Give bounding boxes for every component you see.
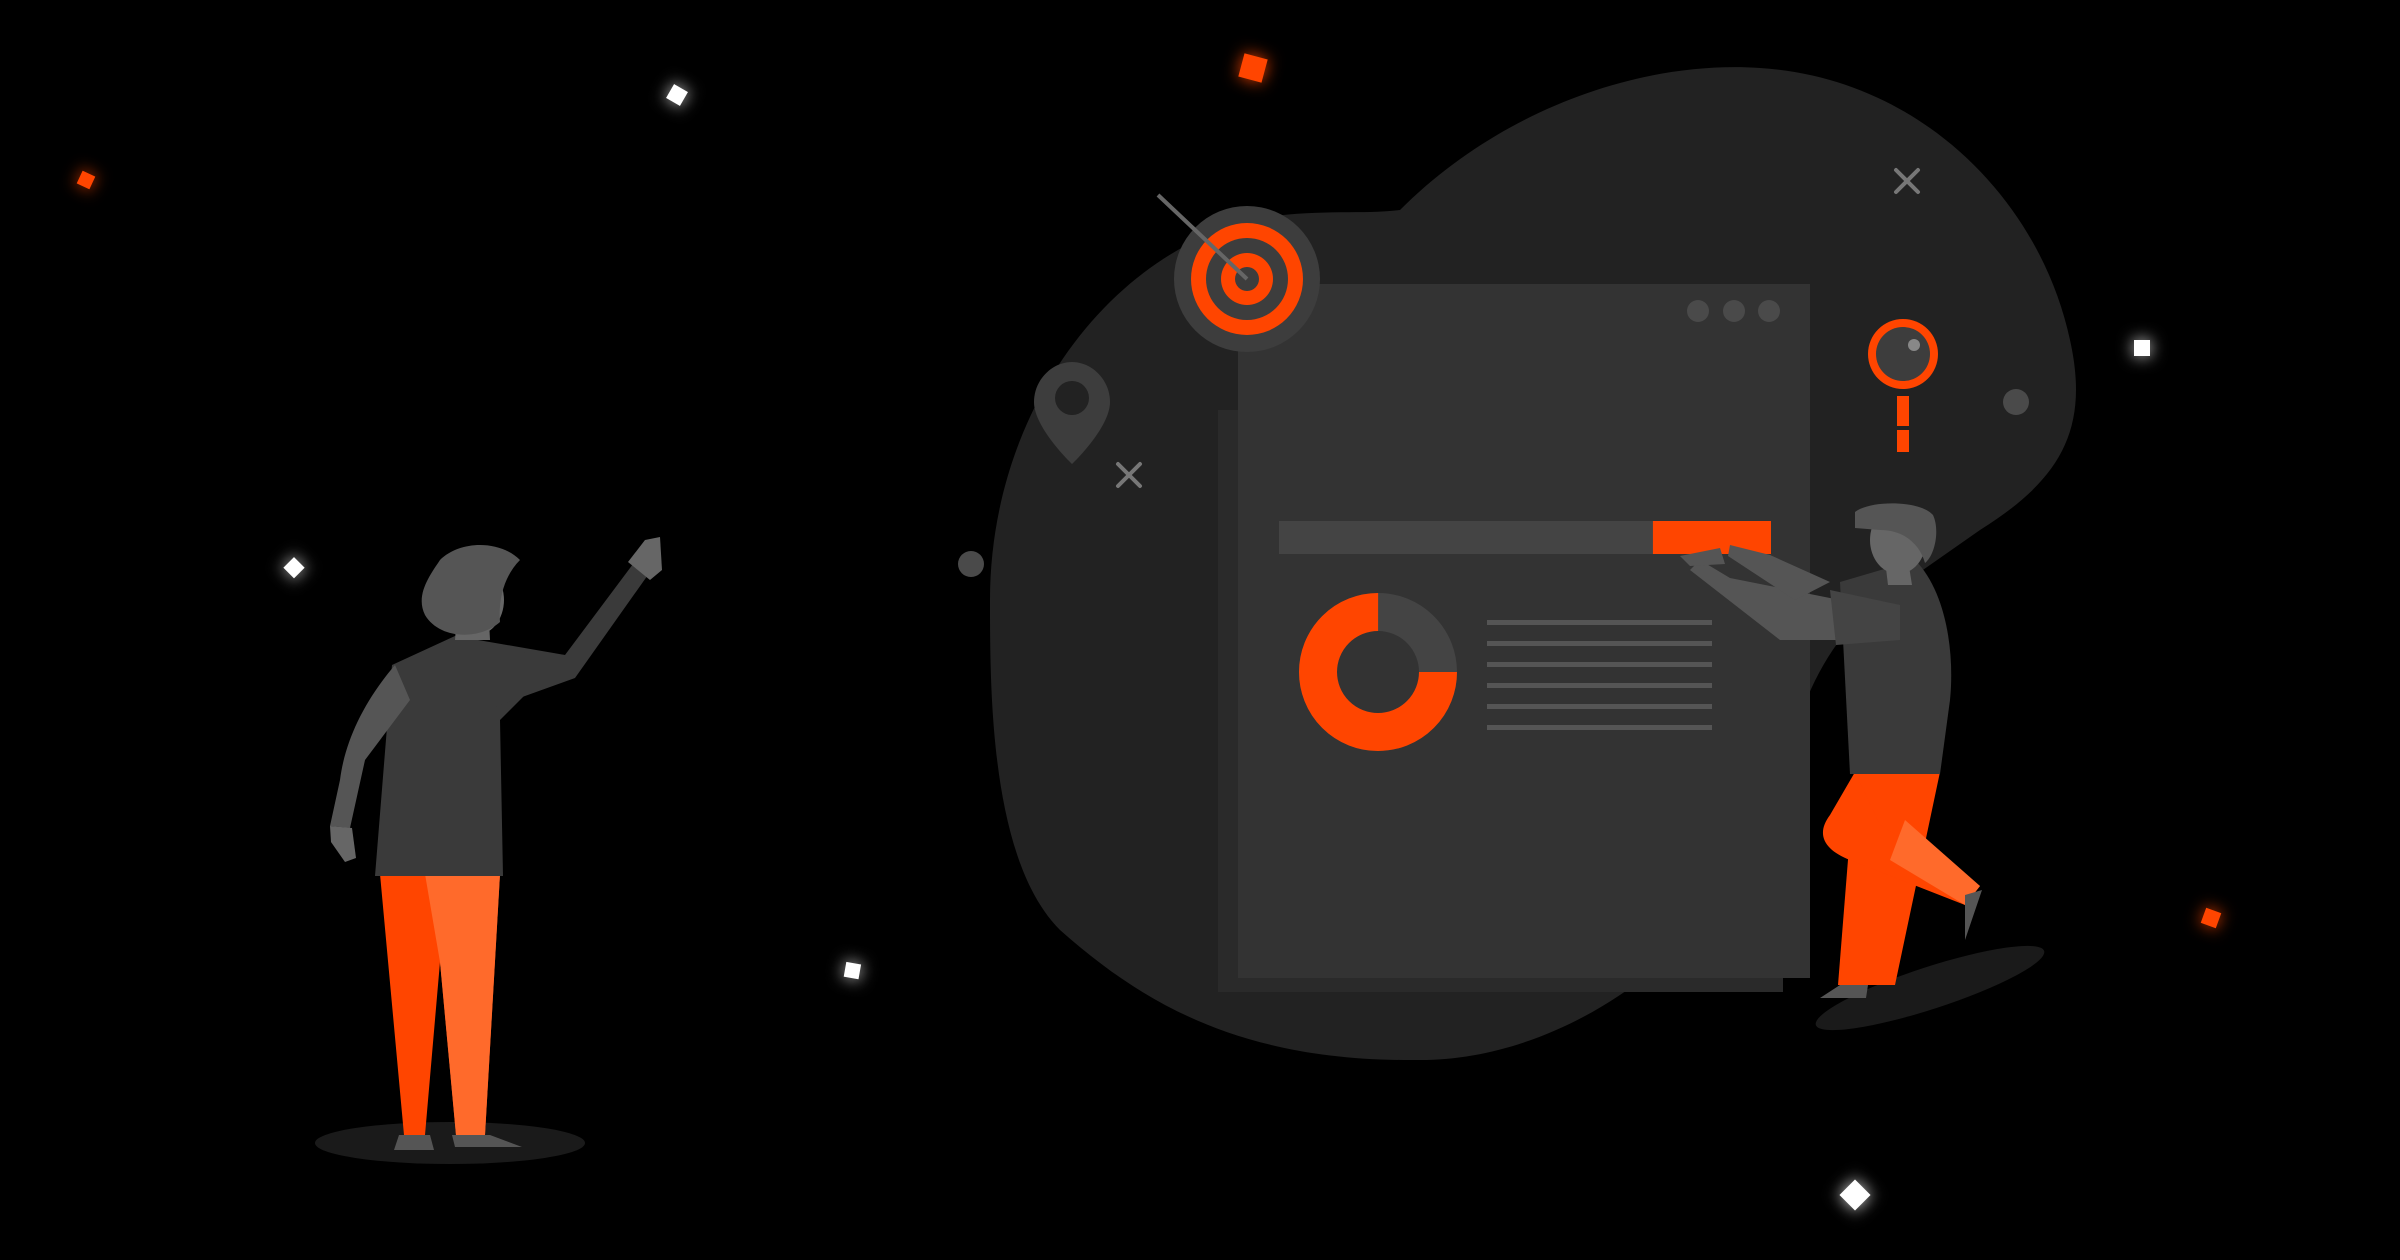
man-arm-back — [1728, 545, 1830, 600]
window-dot — [1758, 300, 1780, 322]
decor-dot — [958, 551, 984, 577]
man-hair — [1855, 503, 1937, 563]
window-controls — [1687, 300, 1780, 322]
man-sleeve — [1830, 590, 1900, 645]
progress-fill — [1652, 521, 1771, 554]
bullseye-target-icon — [1156, 193, 1320, 352]
text-line — [1487, 704, 1712, 709]
woman-shadow — [315, 1122, 585, 1164]
sparkles — [76, 53, 2222, 1211]
text-lines — [1487, 620, 1712, 730]
text-line — [1487, 725, 1712, 730]
donut-fill — [1299, 593, 1457, 751]
text-line — [1487, 662, 1712, 667]
woman-arm-raised — [478, 560, 650, 713]
progress-bar — [1279, 521, 1771, 554]
man-neck — [1885, 560, 1912, 585]
man-shadow — [1815, 945, 2045, 1031]
man-figure — [1680, 503, 2045, 1031]
text-line — [1487, 620, 1712, 625]
window-dot — [1687, 300, 1709, 322]
man-hands — [1680, 548, 1725, 566]
text-line — [1487, 683, 1712, 688]
woman-figure — [315, 537, 662, 1164]
donut-chart-icon — [1299, 593, 1457, 751]
text-line — [1487, 641, 1712, 646]
window-dot — [1723, 300, 1745, 322]
decor-dot — [2003, 389, 2029, 415]
woman-hand — [628, 537, 662, 580]
woman-left-hand — [330, 826, 356, 862]
woman-hair — [421, 545, 520, 635]
magnifier-search-icon — [1868, 319, 1938, 452]
woman-shoes — [394, 1135, 522, 1150]
man-torso — [1840, 560, 1952, 774]
woman-arm-down — [330, 665, 410, 828]
sparkle-icon — [1116, 168, 1920, 488]
man-shoes — [1820, 890, 1982, 998]
location-pin-icon — [1034, 362, 1110, 464]
